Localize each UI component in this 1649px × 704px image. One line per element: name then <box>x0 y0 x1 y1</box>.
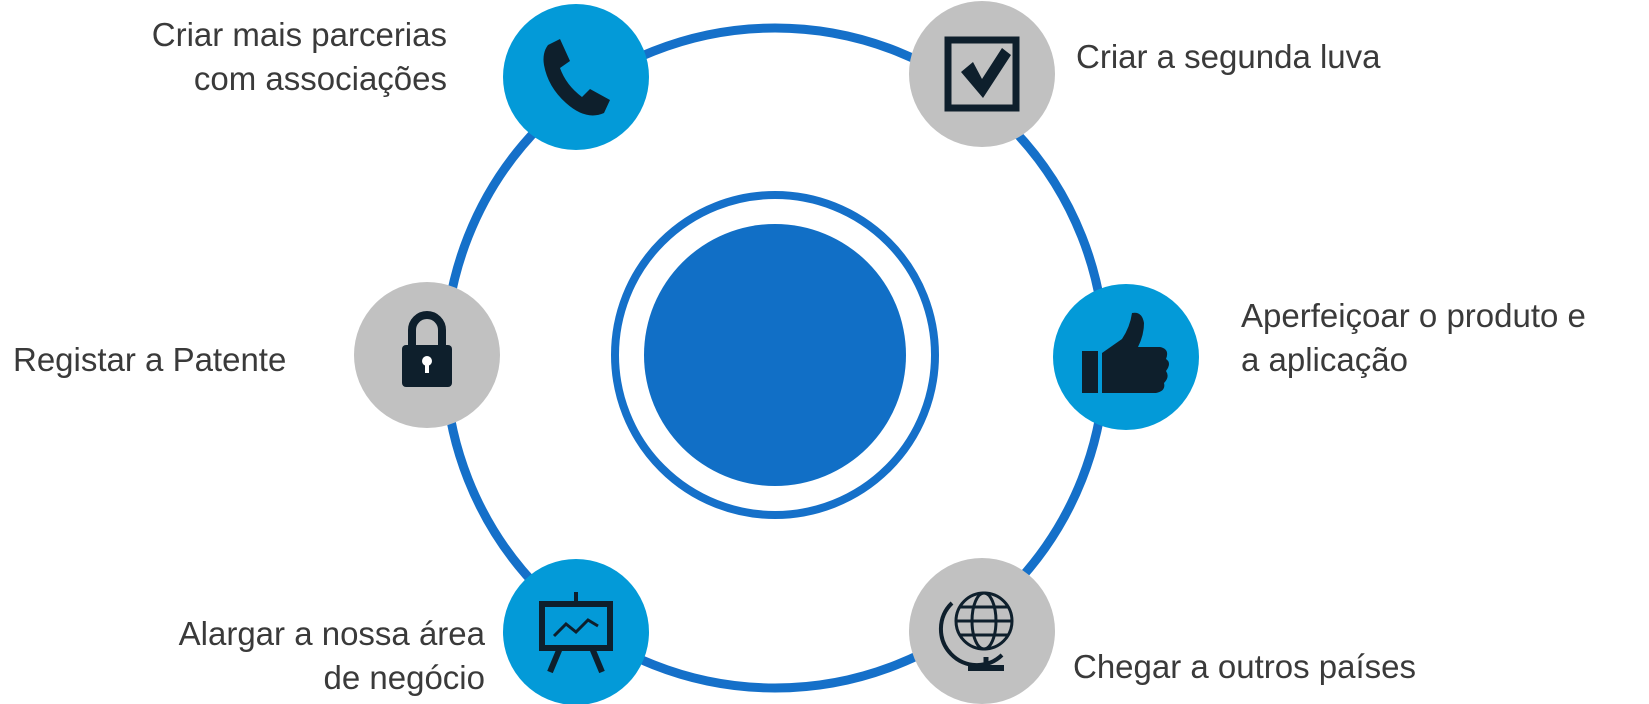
label-top-left-line-1: Criar mais parcerias <box>151 16 447 53</box>
node-top-left <box>503 4 649 150</box>
node-bottom-right-circle <box>909 558 1055 704</box>
node-left <box>354 282 500 428</box>
phone-icon <box>543 39 610 116</box>
label-top-right-line-1: Criar a segunda luva <box>1076 38 1381 75</box>
label-bottom-left-line-1: Alargar a nossa área <box>178 615 485 652</box>
node-top-right-circle <box>909 1 1055 147</box>
label-right-line-2: a aplicação <box>1241 341 1408 378</box>
center-outline-ring <box>611 191 939 519</box>
label-bottom-left-line-2: de negócio <box>323 659 485 696</box>
label-right: Aperfeiçoar o produto e a aplicação <box>1241 294 1586 382</box>
label-right-line-1: Aperfeiçoar o produto e <box>1241 297 1586 334</box>
presentation-board-icon <box>539 592 613 674</box>
globe-icon <box>938 591 1014 671</box>
label-bottom-right-line-1: Chegar a outros países <box>1073 648 1417 685</box>
label-top-right: Criar a segunda luva <box>1076 35 1381 79</box>
node-bottom-left <box>503 559 649 704</box>
label-top-left-line-2: com associações <box>193 60 447 97</box>
center-circle <box>644 224 906 486</box>
label-left-line-1: Registar a Patente <box>13 341 287 378</box>
node-bottom-right <box>909 558 1055 704</box>
node-top-right <box>909 1 1055 147</box>
label-bottom-right: Chegar a outros países <box>1073 645 1416 689</box>
thumbs-up-icon <box>1082 312 1169 393</box>
node-right <box>1053 284 1199 430</box>
padlock-icon <box>402 311 452 387</box>
node-top-left-circle <box>503 4 649 150</box>
label-left: Registar a Patente <box>13 338 286 382</box>
label-bottom-left: Alargar a nossa área de negócio <box>179 612 485 700</box>
label-top-left: Criar mais parcerias com associações <box>152 13 447 101</box>
checkbox-icon <box>944 36 1020 112</box>
